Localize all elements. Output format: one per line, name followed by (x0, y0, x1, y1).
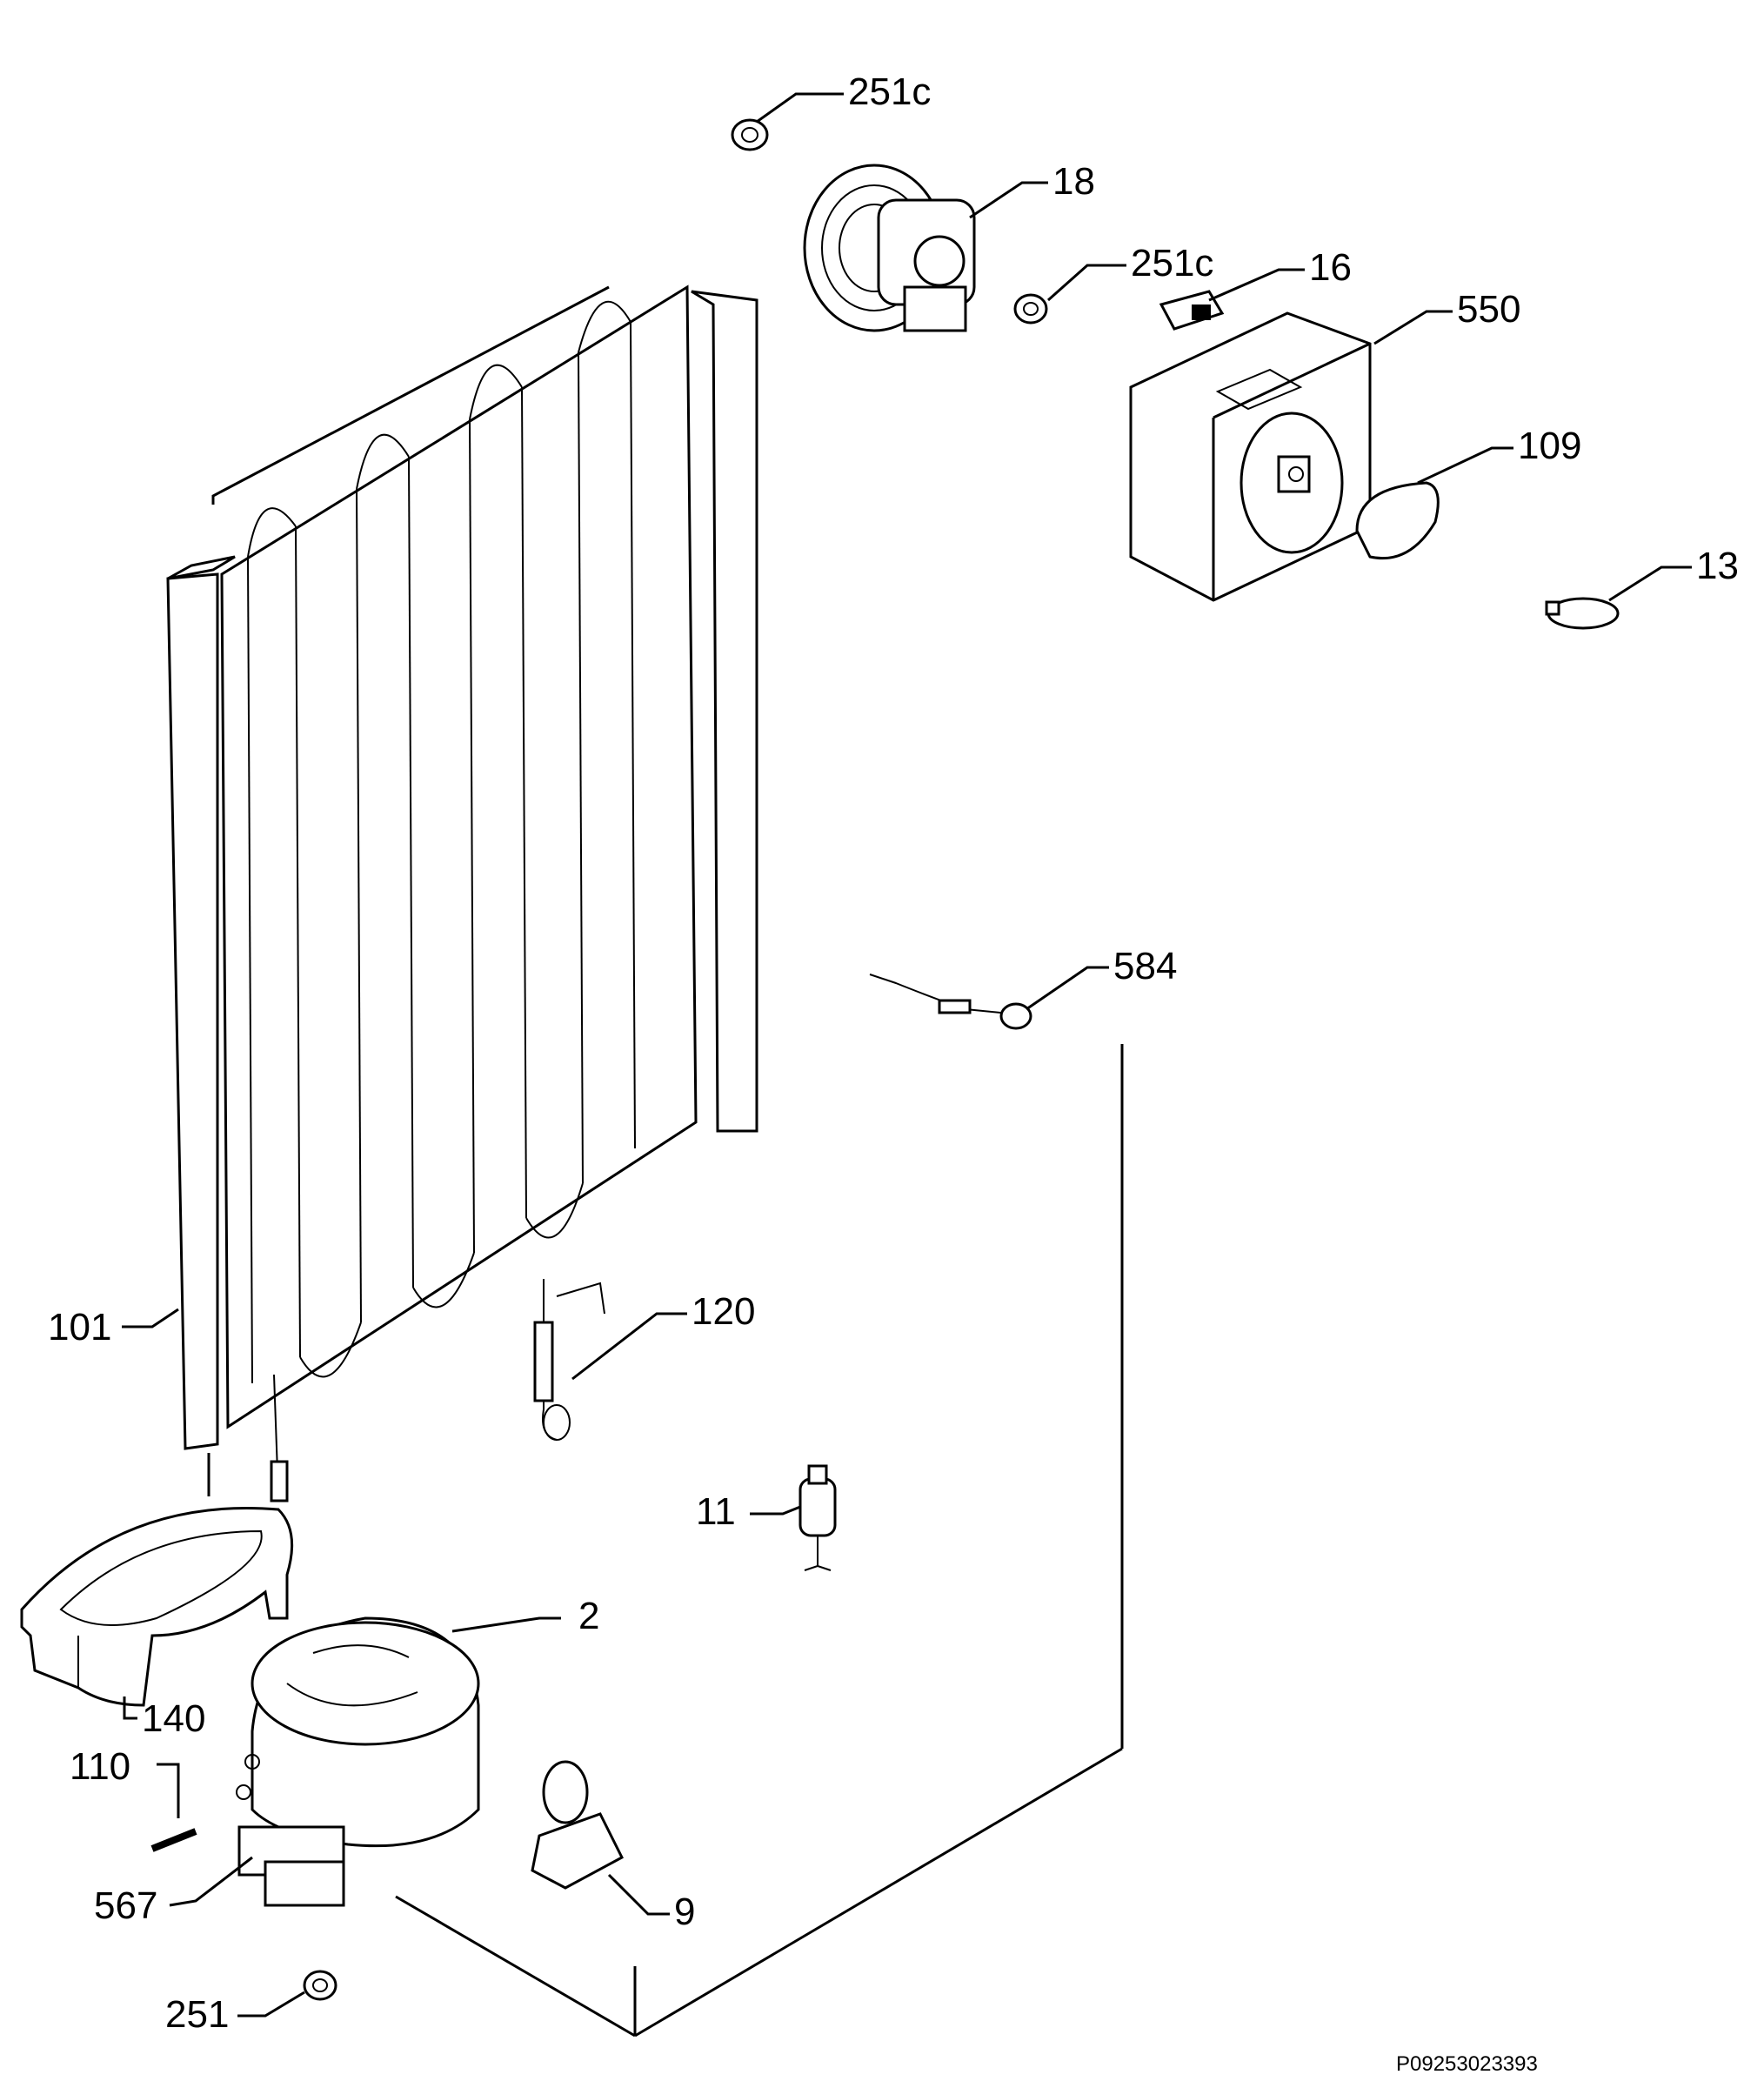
label-550: 550 (1457, 288, 1520, 331)
lamp-cover-part-109 (1355, 481, 1440, 560)
label-110: 110 (70, 1745, 130, 1788)
label-251: 251 (165, 1993, 229, 2036)
sensor-part-120 (533, 1279, 605, 1441)
drawing-code: P09253023393 (1396, 2052, 1538, 2076)
drip-tray-part-140 (20, 1506, 294, 1707)
leader-lines (122, 92, 1692, 2018)
compressor-part-2 (236, 1616, 480, 1907)
pin-part-110 (150, 1828, 197, 1852)
label-2: 2 (578, 1595, 599, 1637)
condenser-part-101 (166, 284, 758, 1502)
label-101: 101 (48, 1306, 111, 1348)
label-11: 11 (696, 1490, 736, 1533)
lamp-part-13 (1545, 597, 1620, 630)
fan-motor-part-18 (803, 164, 976, 332)
condenser-tubes (247, 300, 636, 1502)
label-140: 140 (142, 1697, 205, 1740)
relay-holder-part-9 (531, 1760, 624, 1890)
grommet-part-251c-middle (1013, 293, 1048, 325)
sensor-cable-part-584 (869, 974, 1032, 1030)
grommet-part-251 (303, 1970, 337, 2001)
relay-part-11 (798, 1464, 837, 1571)
label-9: 9 (674, 1891, 695, 1933)
lamp-housing-part-550 (1129, 311, 1372, 602)
switch-part-16 (1159, 290, 1225, 331)
label-567: 567 (94, 1884, 157, 1927)
label-16: 16 (1309, 246, 1352, 289)
label-13: 13 (1696, 545, 1739, 587)
label-251c-middle: 251c (1131, 242, 1213, 284)
cabinet-outline (207, 285, 1124, 2038)
label-584: 584 (1113, 945, 1177, 987)
grommet-part-251c-top (731, 118, 769, 151)
label-18: 18 (1052, 160, 1095, 203)
label-109: 109 (1518, 425, 1581, 467)
label-120: 120 (692, 1290, 755, 1333)
label-251c-top: 251c (848, 70, 931, 113)
